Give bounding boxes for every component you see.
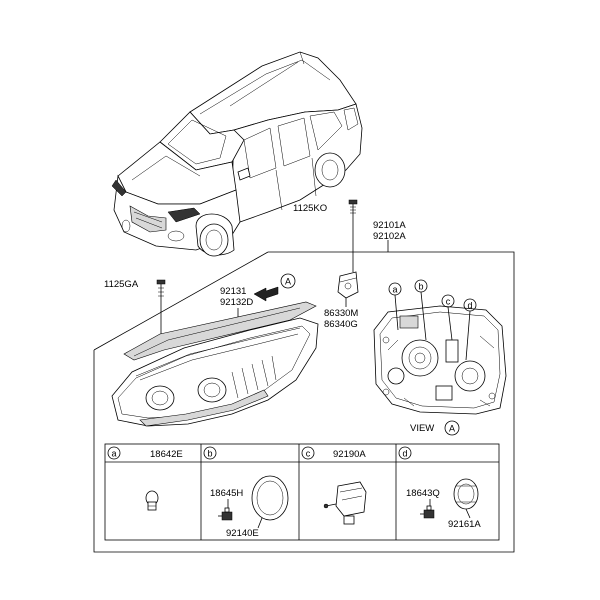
svg-text:b: b [418, 282, 423, 292]
cell-c-part-number: 92190A [333, 449, 366, 460]
parts-cell-b: b 18645H 92140E [203, 446, 289, 539]
cell-d-sub-label-2: 92161A [448, 519, 481, 530]
cover-callout-line2: 92132D [220, 297, 253, 308]
cell-b-letter: b [207, 449, 212, 459]
view-marker-circle [280, 273, 296, 289]
bracket-callout-line2: 86340G [324, 319, 358, 330]
bolt-left-callout: 1125GA [104, 279, 139, 290]
bracket-callout-line1: 86330M [324, 308, 358, 319]
bracket-part [337, 271, 359, 299]
cell-d-letter: d [402, 449, 407, 459]
parts-cell-a: a 18642E [107, 446, 183, 511]
rear-marker-c: c [441, 294, 455, 341]
bulb-socket-d-icon [420, 505, 435, 519]
parts-cell-c: c 92190A [301, 446, 367, 525]
view-label-marker-letter: A [449, 424, 455, 434]
parts-cell-d: d 18643Q 92161A [398, 446, 481, 530]
cell-a-letter: a [111, 449, 116, 459]
cell-b-sub-label-2: 92140E [226, 528, 259, 539]
bulb-icon [145, 490, 159, 511]
parts-table [104, 443, 500, 541]
view-label-marker-circle [444, 420, 460, 436]
view-direction-arrow-icon [253, 286, 279, 302]
bulb-socket-icon [218, 507, 233, 521]
rear-marker-a: a [388, 282, 402, 331]
headlamp-rear-view [373, 305, 507, 415]
headlamp-cover-part [123, 301, 317, 361]
bolt-left-icon [156, 279, 166, 334]
bolt-top-callout: 1125KO [293, 203, 327, 214]
svg-text:c: c [446, 297, 451, 307]
rear-marker-b: b [414, 279, 428, 341]
assembly-frame [93, 251, 515, 553]
view-label: VIEW [410, 423, 434, 434]
cell-a-part-number: 18642E [150, 449, 183, 460]
cell-d-sub-label-1: 18643Q [406, 488, 440, 499]
headlamp-assembly-part [111, 317, 319, 427]
actuator-icon [323, 481, 367, 525]
svg-text:d: d [467, 301, 472, 311]
svg-text:a: a [392, 285, 397, 295]
rear-marker-d: d [463, 298, 477, 361]
cover-callout-line1: 92131 [220, 286, 246, 297]
bolt-top-icon [348, 199, 358, 272]
assembly-callout-line2: 92102A [373, 231, 406, 242]
cell-b-sub-label-1: 18645H [210, 488, 243, 499]
assembly-callout-line1: 92101A [373, 220, 406, 231]
vehicle-illustration [111, 51, 363, 257]
cap-d-icon [453, 478, 479, 510]
view-marker-letter: A [285, 277, 291, 287]
cell-c-letter: c [306, 449, 311, 459]
dust-cap-icon [251, 475, 289, 521]
